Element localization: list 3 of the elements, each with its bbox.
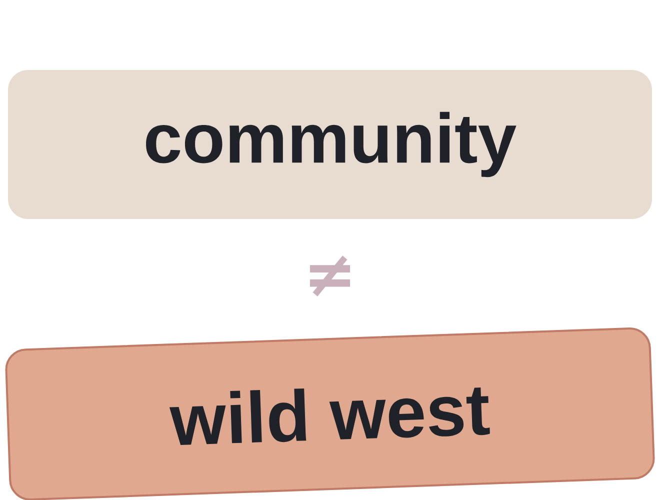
not-equal-sign: ≠	[310, 256, 350, 296]
text-box: wild west	[5, 328, 655, 500]
text-box: community	[8, 70, 652, 219]
